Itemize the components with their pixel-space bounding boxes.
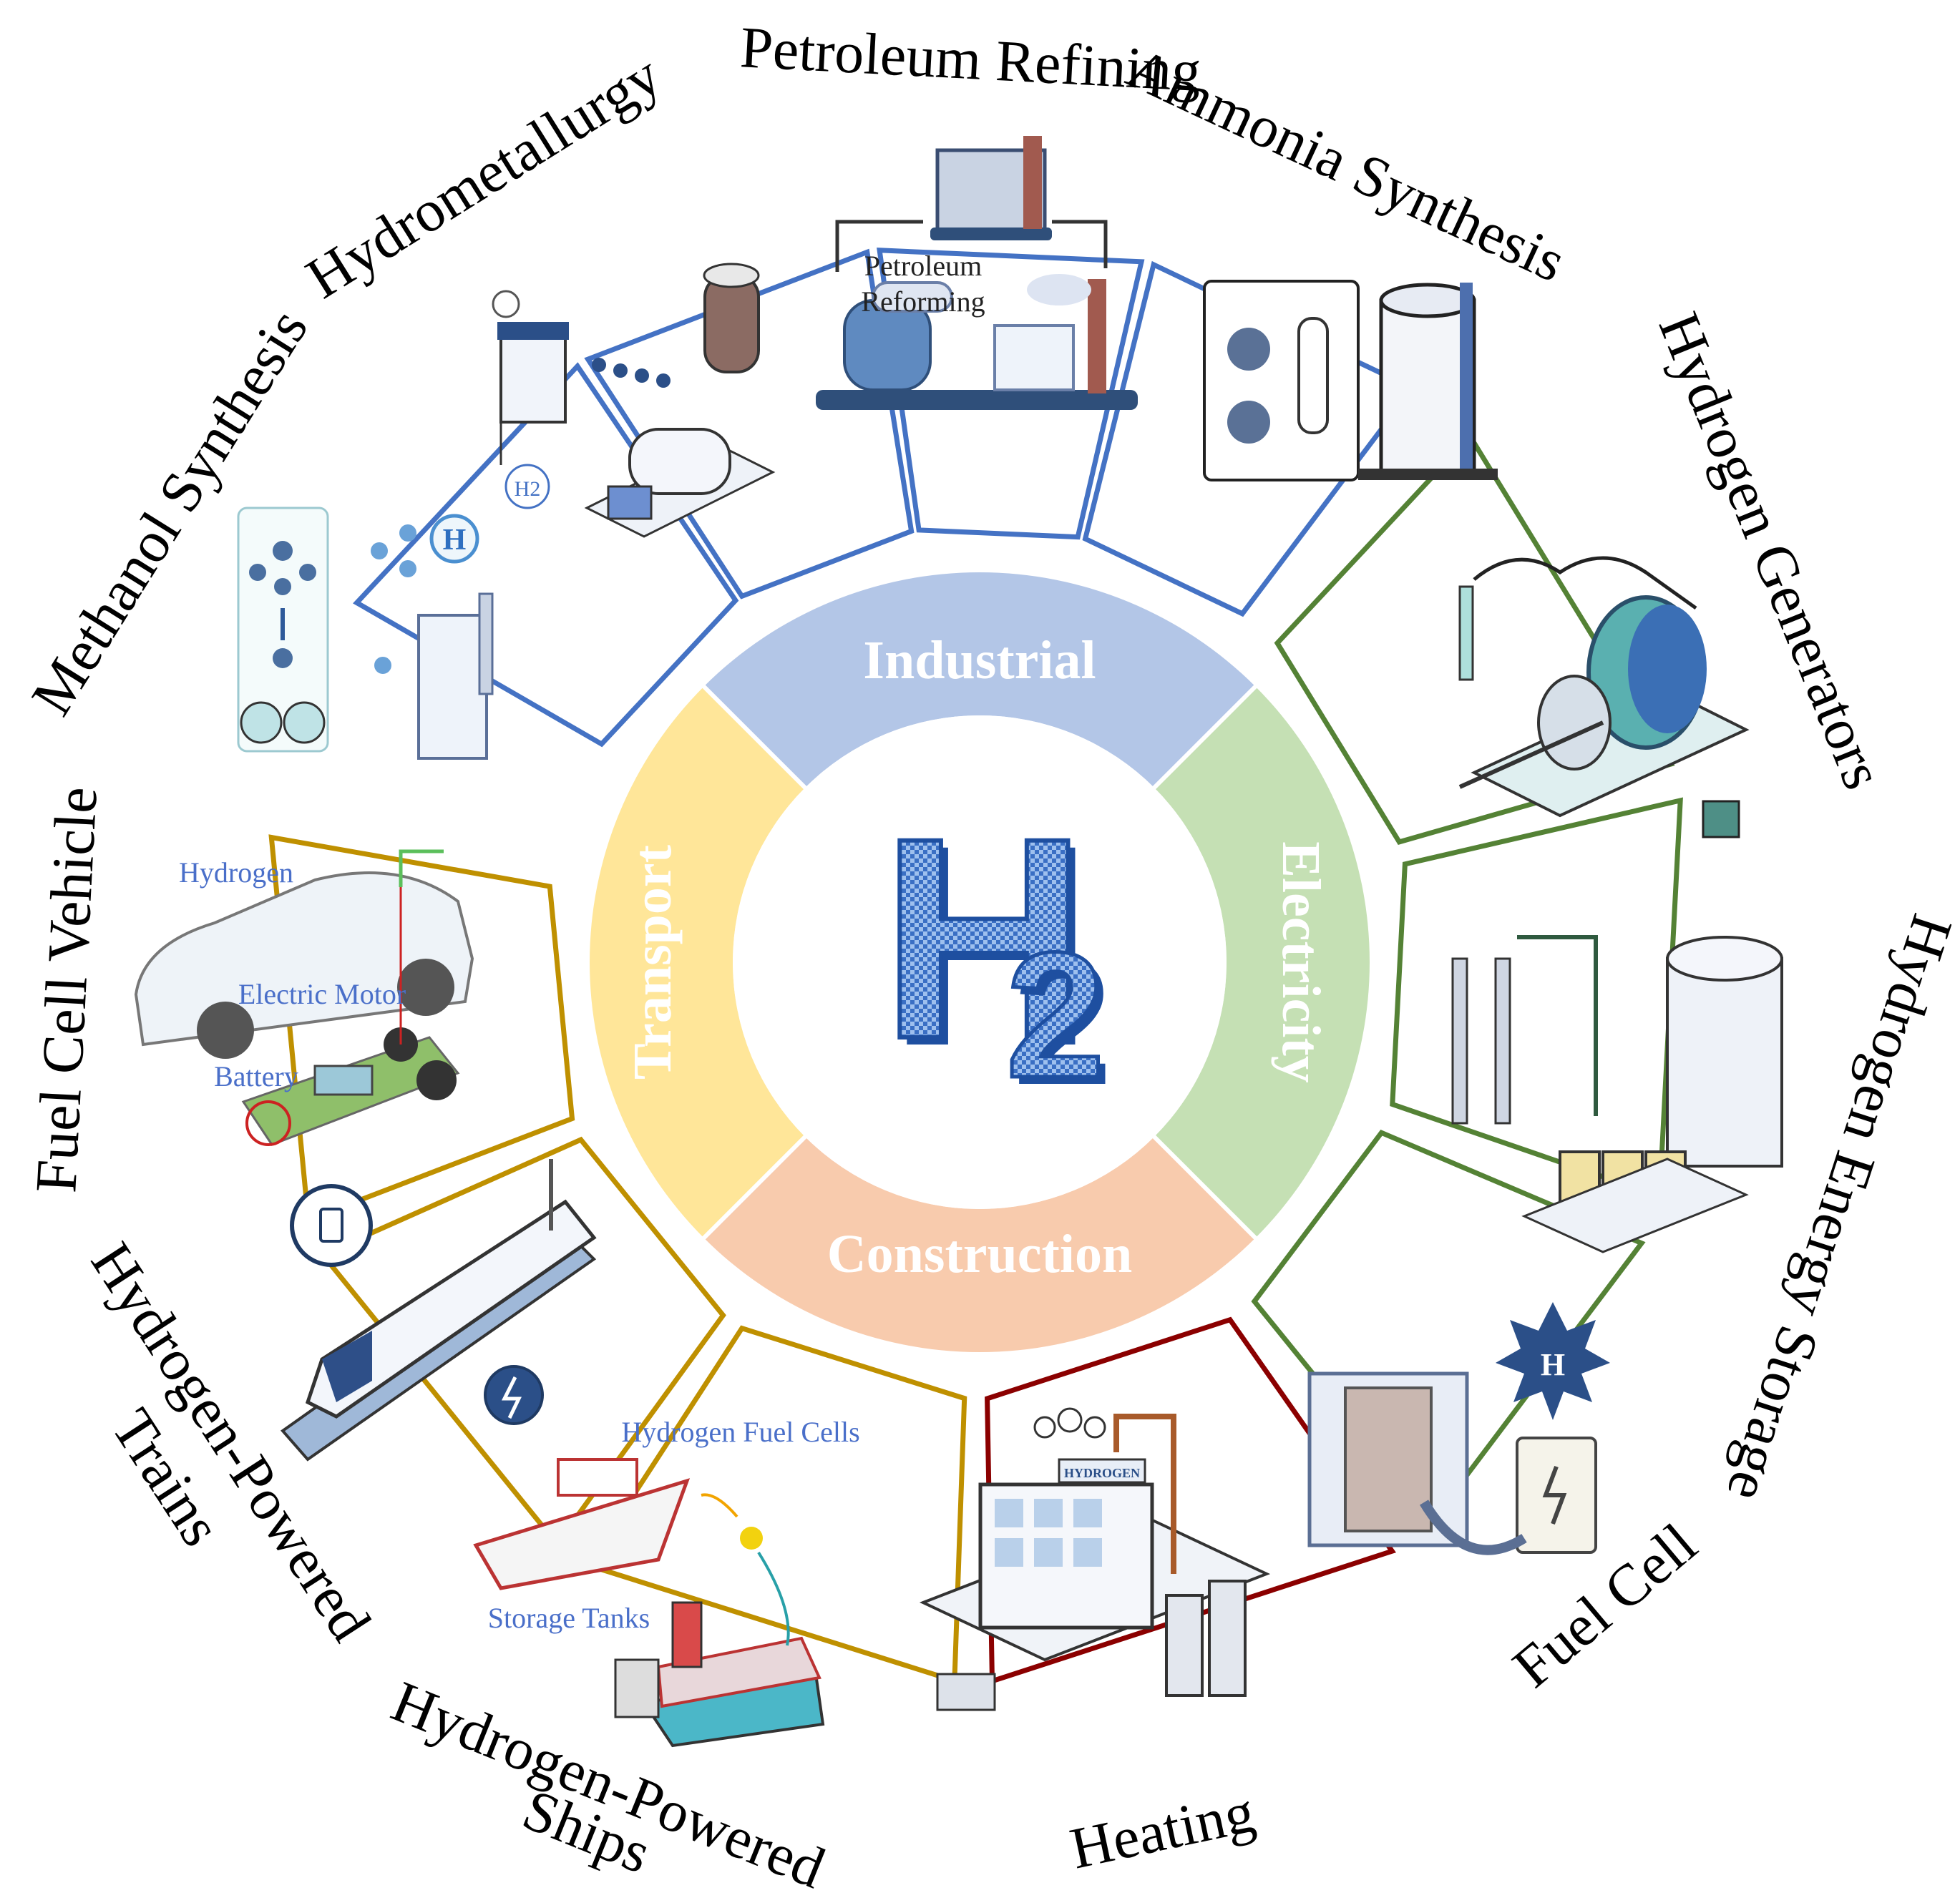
sector-arc-transport (590, 686, 806, 1238)
fuel-cell-h-badge: H (1541, 1347, 1565, 1382)
fuel-cell-illustration: H (1307, 1302, 1610, 1555)
sector-label-electricity: Electricity (1271, 841, 1331, 1083)
ship-storage-tanks-label: Storage Tanks (488, 1602, 650, 1634)
panel-storage (1390, 797, 1683, 1200)
sector-label-transport: Transport (623, 845, 683, 1080)
svg-text:2: 2 (1013, 922, 1112, 1122)
hydrogen-train-illustration (281, 1159, 597, 1462)
sector-arc-electricity (1154, 686, 1370, 1238)
svg-text:H: H (888, 786, 1095, 1105)
petroleum-refinery-illustration: Petroleum Reforming (816, 136, 1138, 410)
label-hydrometallurgy: Hydrometallurgy (295, 42, 671, 311)
label-heating: Heating (1065, 1779, 1260, 1882)
sector-separator (694, 1127, 814, 1248)
vehicle-hydrogen-label: Hydrogen (179, 856, 293, 889)
heating-sign: HYDROGEN (1064, 1466, 1140, 1480)
hydrometallurgy-illustration: H2 (492, 263, 776, 538)
label-ammonia-synthesis: Ammonia Synthesis (1118, 35, 1575, 295)
panel-fuelcell (1251, 1130, 1646, 1525)
petroleum-reforming-label-2: Reforming (861, 285, 985, 318)
hydrogen-storage-illustration (1451, 935, 1783, 1253)
vehicle-battery-label: Battery (214, 1060, 298, 1092)
methanol-synthesis-illustration: H (237, 507, 494, 760)
ammonia-plant-illustration (1203, 280, 1498, 481)
sector-label-construction: Construction (827, 1224, 1132, 1284)
center-circle (733, 715, 1227, 1209)
petroleum-reforming-label-1: Petroleum (864, 250, 982, 282)
sector-ring (590, 572, 1370, 1352)
ship-fuel-cells-label: Hydrogen Fuel Cells (621, 1416, 859, 1448)
sector-separator (1145, 677, 1265, 797)
panel-ships (584, 1325, 967, 1685)
heating-building-illustration: HYDROGEN (919, 1407, 1271, 1711)
h2-logo: H H 2 2 (879, 776, 1113, 1122)
fuel-cell-vehicle-illustration: Hydrogen Electric Motor Battery (134, 849, 474, 1146)
methanol-h-badge: H (443, 524, 467, 557)
sector-label-industrial: Industrial (863, 630, 1096, 690)
vehicle-electric-motor-label: Electric Motor (238, 978, 406, 1010)
sector-arc-industrial (703, 572, 1256, 788)
panel-hydrometallurgy (584, 248, 915, 600)
sector-separator (694, 677, 814, 797)
hydrogen-generator-illustration (1458, 556, 1750, 838)
h2-subscript-2: 2 (1005, 915, 1105, 1115)
label-fuel-cell-vehicle: Fuel Cell Vehicle (23, 786, 109, 1195)
sector-arc-construction (703, 1136, 1256, 1352)
hydrogen-ship-illustration: Hydrogen Fuel Cells Storage Tanks (473, 1416, 860, 1748)
sector-separator (1145, 1127, 1265, 1248)
hydrometallurgy-h2-badge: H2 (515, 477, 541, 501)
h2-letter-h: H (881, 778, 1088, 1098)
